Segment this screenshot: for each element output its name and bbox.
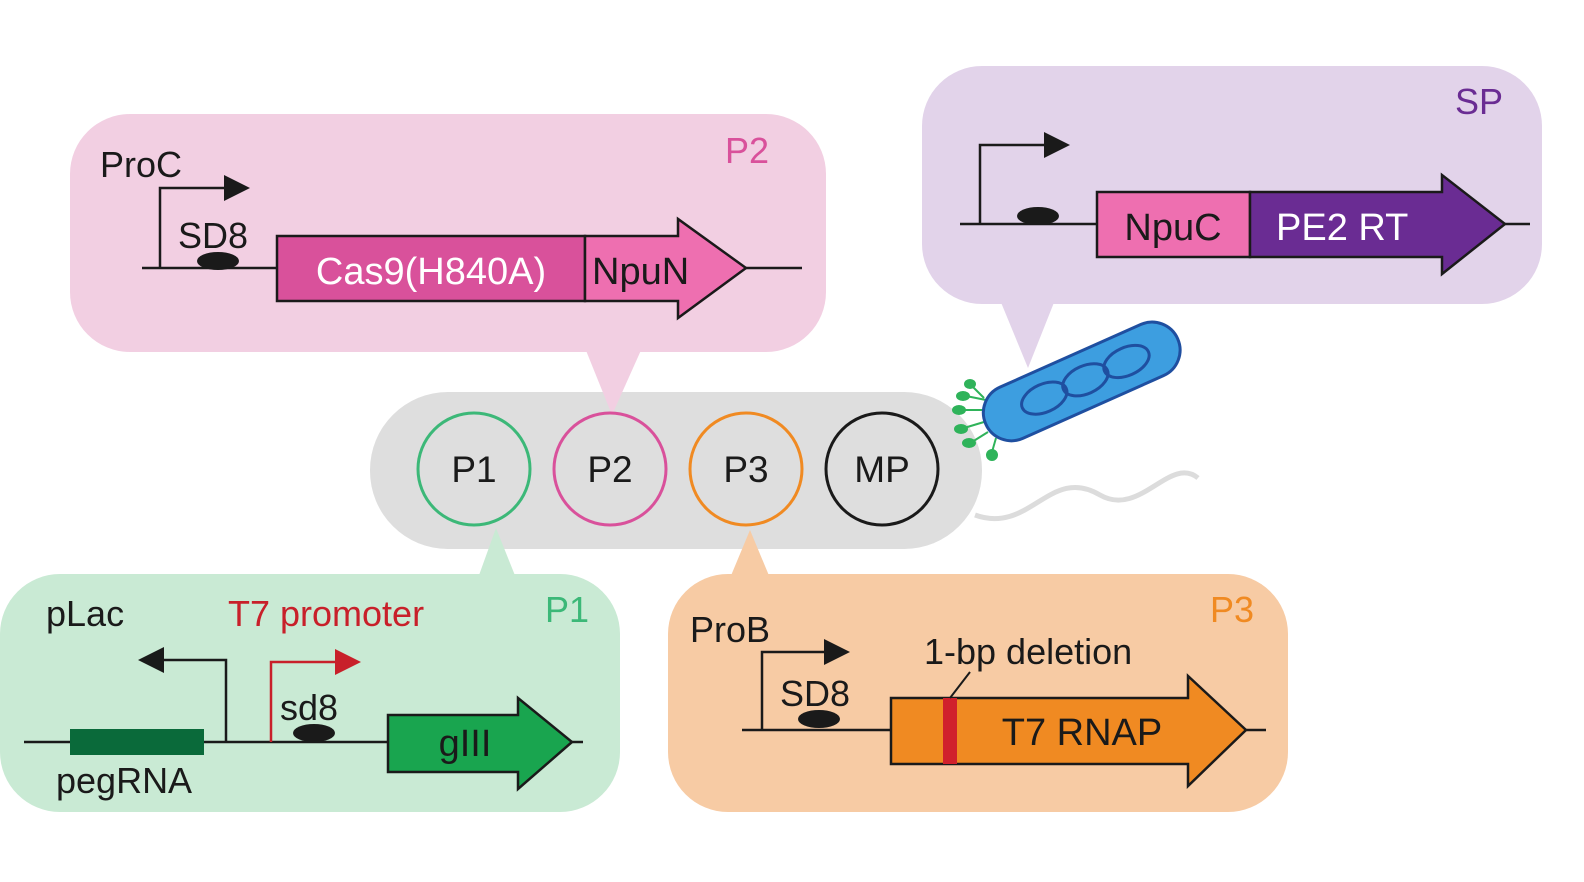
p3-panel-tag: P3 [1210, 589, 1254, 630]
p2-panel: P2 ProC SD8 Cas9(H840A) NpuN [70, 114, 826, 415]
p3-deletion-leader [949, 671, 971, 699]
p1-giii-arrow [386, 695, 574, 792]
sp-panel: SP NpuC PE2 RT [922, 66, 1542, 368]
p2-npun-arrow [583, 216, 749, 321]
p1-giii-label: gIII [439, 723, 492, 765]
p1-plac-label: pLac [46, 593, 124, 634]
sp-panel-tag: SP [1455, 81, 1503, 122]
p1-plac-arrow [138, 647, 228, 742]
plasmid-mp: MP [824, 411, 940, 527]
plasmid-p2-label: P2 [587, 449, 632, 490]
plasmid-p3: P3 [688, 411, 804, 527]
sp-callout-pointer [1000, 300, 1055, 368]
sp-rbs-oval [1017, 207, 1059, 225]
p3-promoter-label: ProB [690, 609, 770, 650]
p2-callout-pointer [585, 348, 642, 415]
p1-t7-promoter-arrow [269, 649, 361, 742]
p2-panel-tag: P2 [725, 130, 769, 171]
phage-body [370, 392, 982, 549]
phage-tail [974, 470, 1200, 522]
p2-promoter-label: ProC [100, 144, 182, 185]
plasmid-p1: P1 [416, 411, 532, 527]
p3-rbs-oval [798, 710, 840, 728]
p3-t7rnap-label: T7 RNAP [1002, 712, 1162, 754]
p1-pegrna-block [70, 729, 204, 755]
p2-promoter-arrow [158, 175, 250, 268]
p3-t7rnap-arrow [889, 673, 1248, 789]
p1-rbs-label: sd8 [280, 687, 338, 728]
plasmid-p2: P2 [552, 411, 668, 527]
p3-deletion-mark [943, 698, 957, 764]
p2-cas9-label: Cas9(H840A) [316, 251, 546, 293]
p1-panel-tag: P1 [545, 589, 589, 630]
p2-rbs-oval [197, 252, 239, 270]
p3-panel: P3 ProB SD8 1-bp deletion T7 RNAP [668, 530, 1288, 812]
sp-npuc-label: NpuC [1124, 207, 1221, 249]
p1-pegrna-label: pegRNA [56, 760, 192, 801]
pili [952, 379, 998, 461]
sp-pe2rt-arrow [1248, 172, 1508, 277]
p3-callout-pointer [730, 530, 770, 578]
p1-panel: P1 pLac T7 promoter sd8 gIII pegRNA [0, 528, 620, 812]
p3-promoter-arrow [760, 639, 850, 730]
p3-rbs-label: SD8 [780, 673, 850, 714]
p3-deletion-label: 1-bp deletion [924, 631, 1132, 672]
bacterium-icon [952, 320, 1182, 461]
p2-npun-label: NpuN [592, 251, 689, 293]
p1-callout-pointer [478, 528, 516, 578]
p1-rbs-oval [293, 724, 335, 742]
plasmid-mp-label: MP [854, 449, 910, 490]
plasmid-p1-label: P1 [451, 449, 496, 490]
p1-t7-promoter-label: T7 promoter [228, 593, 424, 634]
p2-rbs-label: SD8 [178, 215, 248, 256]
sp-promoter-arrow [978, 132, 1070, 224]
plasmid-p3-label: P3 [723, 449, 768, 490]
sp-pe2rt-label: PE2 RT [1276, 207, 1408, 249]
